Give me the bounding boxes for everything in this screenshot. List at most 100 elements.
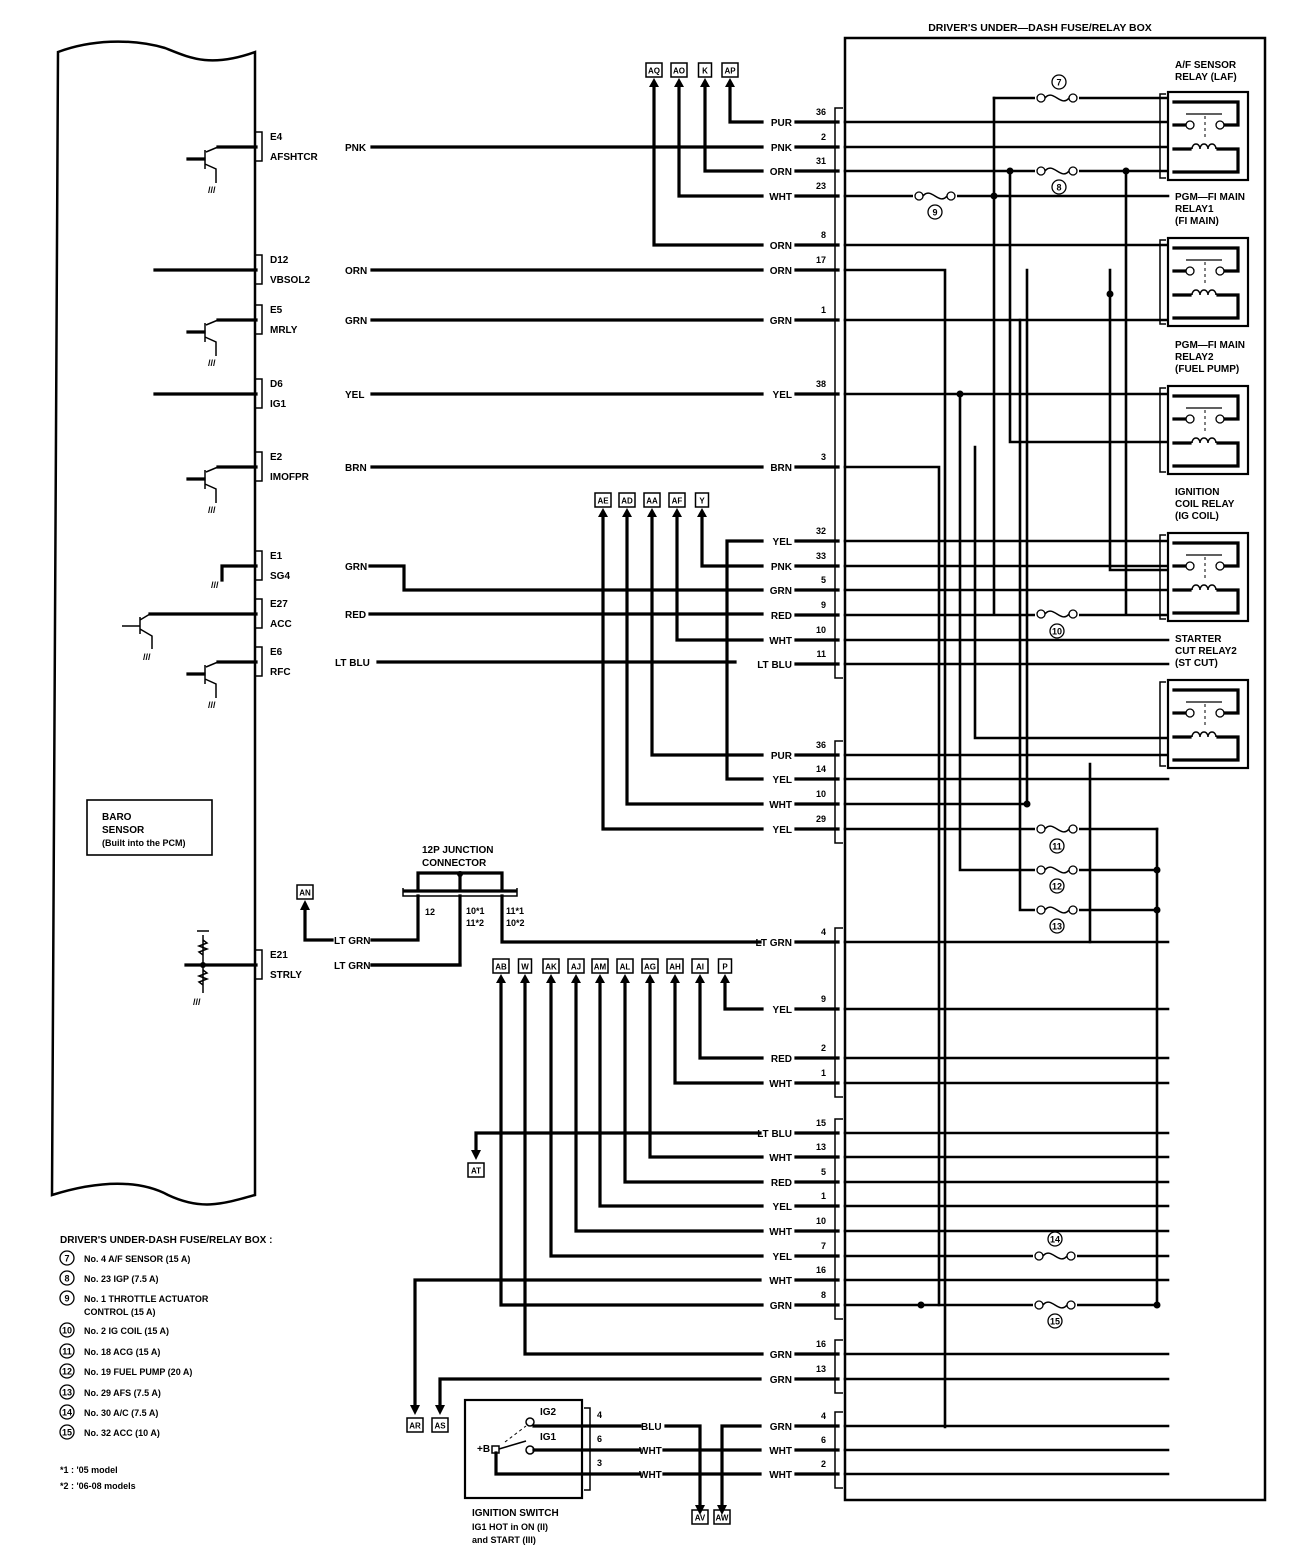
ignition-switch: IG2 IG1 +B 4 6 3 BLU WHT WHT IGNITION SW… [463, 1398, 762, 1545]
ref-tag-label: AD [621, 497, 633, 506]
fuse-number: 8 [1056, 183, 1061, 193]
splice-dot [1023, 800, 1031, 808]
ground-icon: /// [208, 358, 216, 368]
ignition-note-2: and START (III) [472, 1535, 536, 1545]
junction-connector: 12P JUNCTION CONNECTOR 12 10*1 11*2 11*1… [300, 845, 762, 967]
legend-fuse-number: 10 [62, 1326, 72, 1336]
ref-tag-label: AM [594, 963, 607, 972]
pcm-wire-color: ORN [345, 266, 367, 277]
connector-wire-color: GRN [770, 316, 792, 327]
connector-wire-color: RED [771, 611, 792, 622]
ref-tag-label: K [702, 67, 708, 76]
legend-fuse-number: 14 [62, 1408, 72, 1418]
ref-wire [623, 982, 764, 1184]
pcm-wire-color: LT BLU [335, 658, 370, 669]
ref-tag-ai: AI [691, 958, 709, 983]
ref-tag-ao: AO [670, 62, 688, 87]
relay-name-2: RELAY (LAF) [1175, 72, 1237, 83]
connector-wire-color: YEL [773, 1005, 792, 1016]
connector-wire-color: LT BLU [757, 660, 792, 671]
relay-name-2: RELAY1 [1175, 204, 1214, 215]
pcm-pin-id: D12 [270, 255, 289, 266]
connector-pin-number: 38 [816, 379, 826, 389]
connector-wire-color: PUR [771, 118, 793, 129]
ref-tag-label: AE [597, 497, 609, 506]
junction-pin-b2: 11*2 [466, 918, 484, 928]
ref-tag-label: AB [495, 963, 507, 972]
ref-tag-al: AL [616, 958, 634, 983]
connector-wire-color: ORN [770, 167, 792, 178]
baro-label-2: SENSOR [102, 825, 145, 836]
pcm-wire-color: PNK [345, 143, 367, 154]
ref-tag-am: AM [591, 958, 609, 983]
connector-pin-number: 16 [816, 1339, 826, 1349]
splice-dot [1106, 290, 1114, 298]
connector-wire-color: WHT [769, 636, 792, 647]
connector-wire-color: BRN [770, 463, 792, 474]
relay-name-2: CUT RELAY2 [1175, 646, 1237, 657]
pcm-pin-name: RFC [270, 667, 291, 678]
connector-pin-number: 13 [816, 1142, 826, 1152]
fuse-number: 7 [1056, 78, 1061, 88]
connector-wire-color: YEL [773, 825, 792, 836]
ignition-note-1: IG1 HOT in ON (II) [472, 1522, 548, 1532]
connector-pin-number: 7 [821, 1241, 826, 1251]
connector-pin-number: 9 [821, 600, 826, 610]
connector-wire-color: GRN [770, 1375, 792, 1386]
connector-wire-color: WHT [769, 1276, 792, 1287]
fuse-box-internal-wire [1018, 318, 1039, 912]
ref-wire [723, 982, 764, 1011]
legend-item-10: 10 No. 2 IG COIL (15 A) [59, 1322, 169, 1338]
ref-wire [673, 982, 764, 1085]
ref-tag-p: P [717, 958, 733, 983]
legend-fuse-text: No. 29 AFS (7.5 A) [84, 1388, 161, 1398]
ref-tag-aa: AA [643, 492, 661, 517]
pcm-pin-name: STRLY [270, 970, 302, 981]
ref-tag-ar: AR [406, 1417, 424, 1433]
connector-pin-number: 17 [816, 255, 826, 265]
legend-fuse-text: No. 1 THROTTLE ACTUATOR [84, 1294, 209, 1304]
splice-dot [917, 1301, 925, 1309]
ref-tag-aq: AQ [645, 62, 663, 87]
ref-tag-label: AK [545, 963, 557, 972]
ground-icon: /// [208, 505, 216, 515]
legend-fuse-number: 9 [64, 1294, 69, 1304]
connector-pin-number: 8 [821, 230, 826, 240]
ref-tag-label: AQ [648, 67, 660, 76]
legend-fuse-text: No. 2 IG COIL (15 A) [84, 1326, 169, 1336]
legend-note-1: *1 : '05 model [60, 1465, 118, 1475]
fuse-number: 13 [1052, 922, 1062, 932]
ref-tag-label: AL [620, 963, 631, 972]
pcm-pins: E4AFSHTCRPNK///D12VBSOL2ORNE5MRLYGRN///D… [122, 131, 370, 1007]
ref-tag-label: AI [696, 963, 704, 972]
splice-dot [1153, 906, 1161, 914]
ref-wire [728, 86, 764, 124]
connector-pin-number: 5 [821, 575, 826, 585]
legend-item-9: 9 No. 1 THROTTLE ACTUATOR CONTROL (15 A) [59, 1290, 209, 1317]
ref-tag-label: Y [699, 497, 705, 506]
pcm-wire-color: RED [345, 610, 366, 621]
ref-tag-label: W [521, 963, 529, 972]
ref-wire [499, 982, 764, 1307]
connector-pin-number: 1 [821, 1191, 826, 1201]
fuse-legend: DRIVER'S UNDER-DASH FUSE/RELAY BOX : *1 … [59, 1235, 272, 1491]
ignition-wire-wht1: WHT [639, 1446, 662, 1457]
connector-pin-number: 29 [816, 814, 826, 824]
ref-wire [601, 516, 764, 831]
pcm-internal [220, 564, 258, 582]
fuse-box-internal-wire [958, 392, 1039, 872]
legend-fuse-text-2: CONTROL (15 A) [84, 1307, 156, 1317]
connector-wire-color: GRN [770, 586, 792, 597]
pcm-body [50, 40, 257, 1206]
fuse-10: 10 [1035, 609, 1079, 639]
connector-wire-color: WHT [769, 1446, 792, 1457]
pcm-pin-id: E2 [270, 452, 283, 463]
ref-tag-label: AV [695, 1514, 706, 1523]
